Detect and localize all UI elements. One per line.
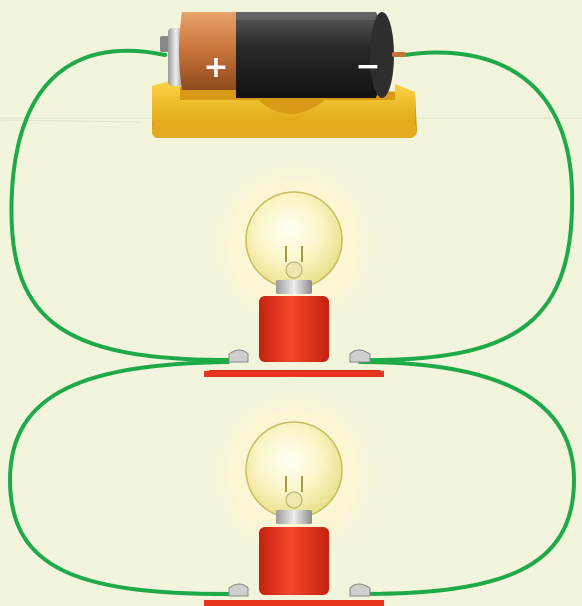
wire-left-link-bottom (7, 360, 230, 596)
wires (7, 48, 577, 596)
battery-icon: + − (160, 12, 406, 98)
battery-holder (152, 78, 417, 138)
wire-right-link-bottom (358, 360, 577, 596)
battery-positive-label: + (203, 50, 228, 85)
light-bulb-icon (194, 145, 394, 377)
wire-battery-positive-left (9, 48, 230, 362)
light-bulb-icon (194, 375, 394, 606)
battery-negative-label: − (355, 49, 380, 84)
wire-battery-negative-right (358, 50, 575, 363)
